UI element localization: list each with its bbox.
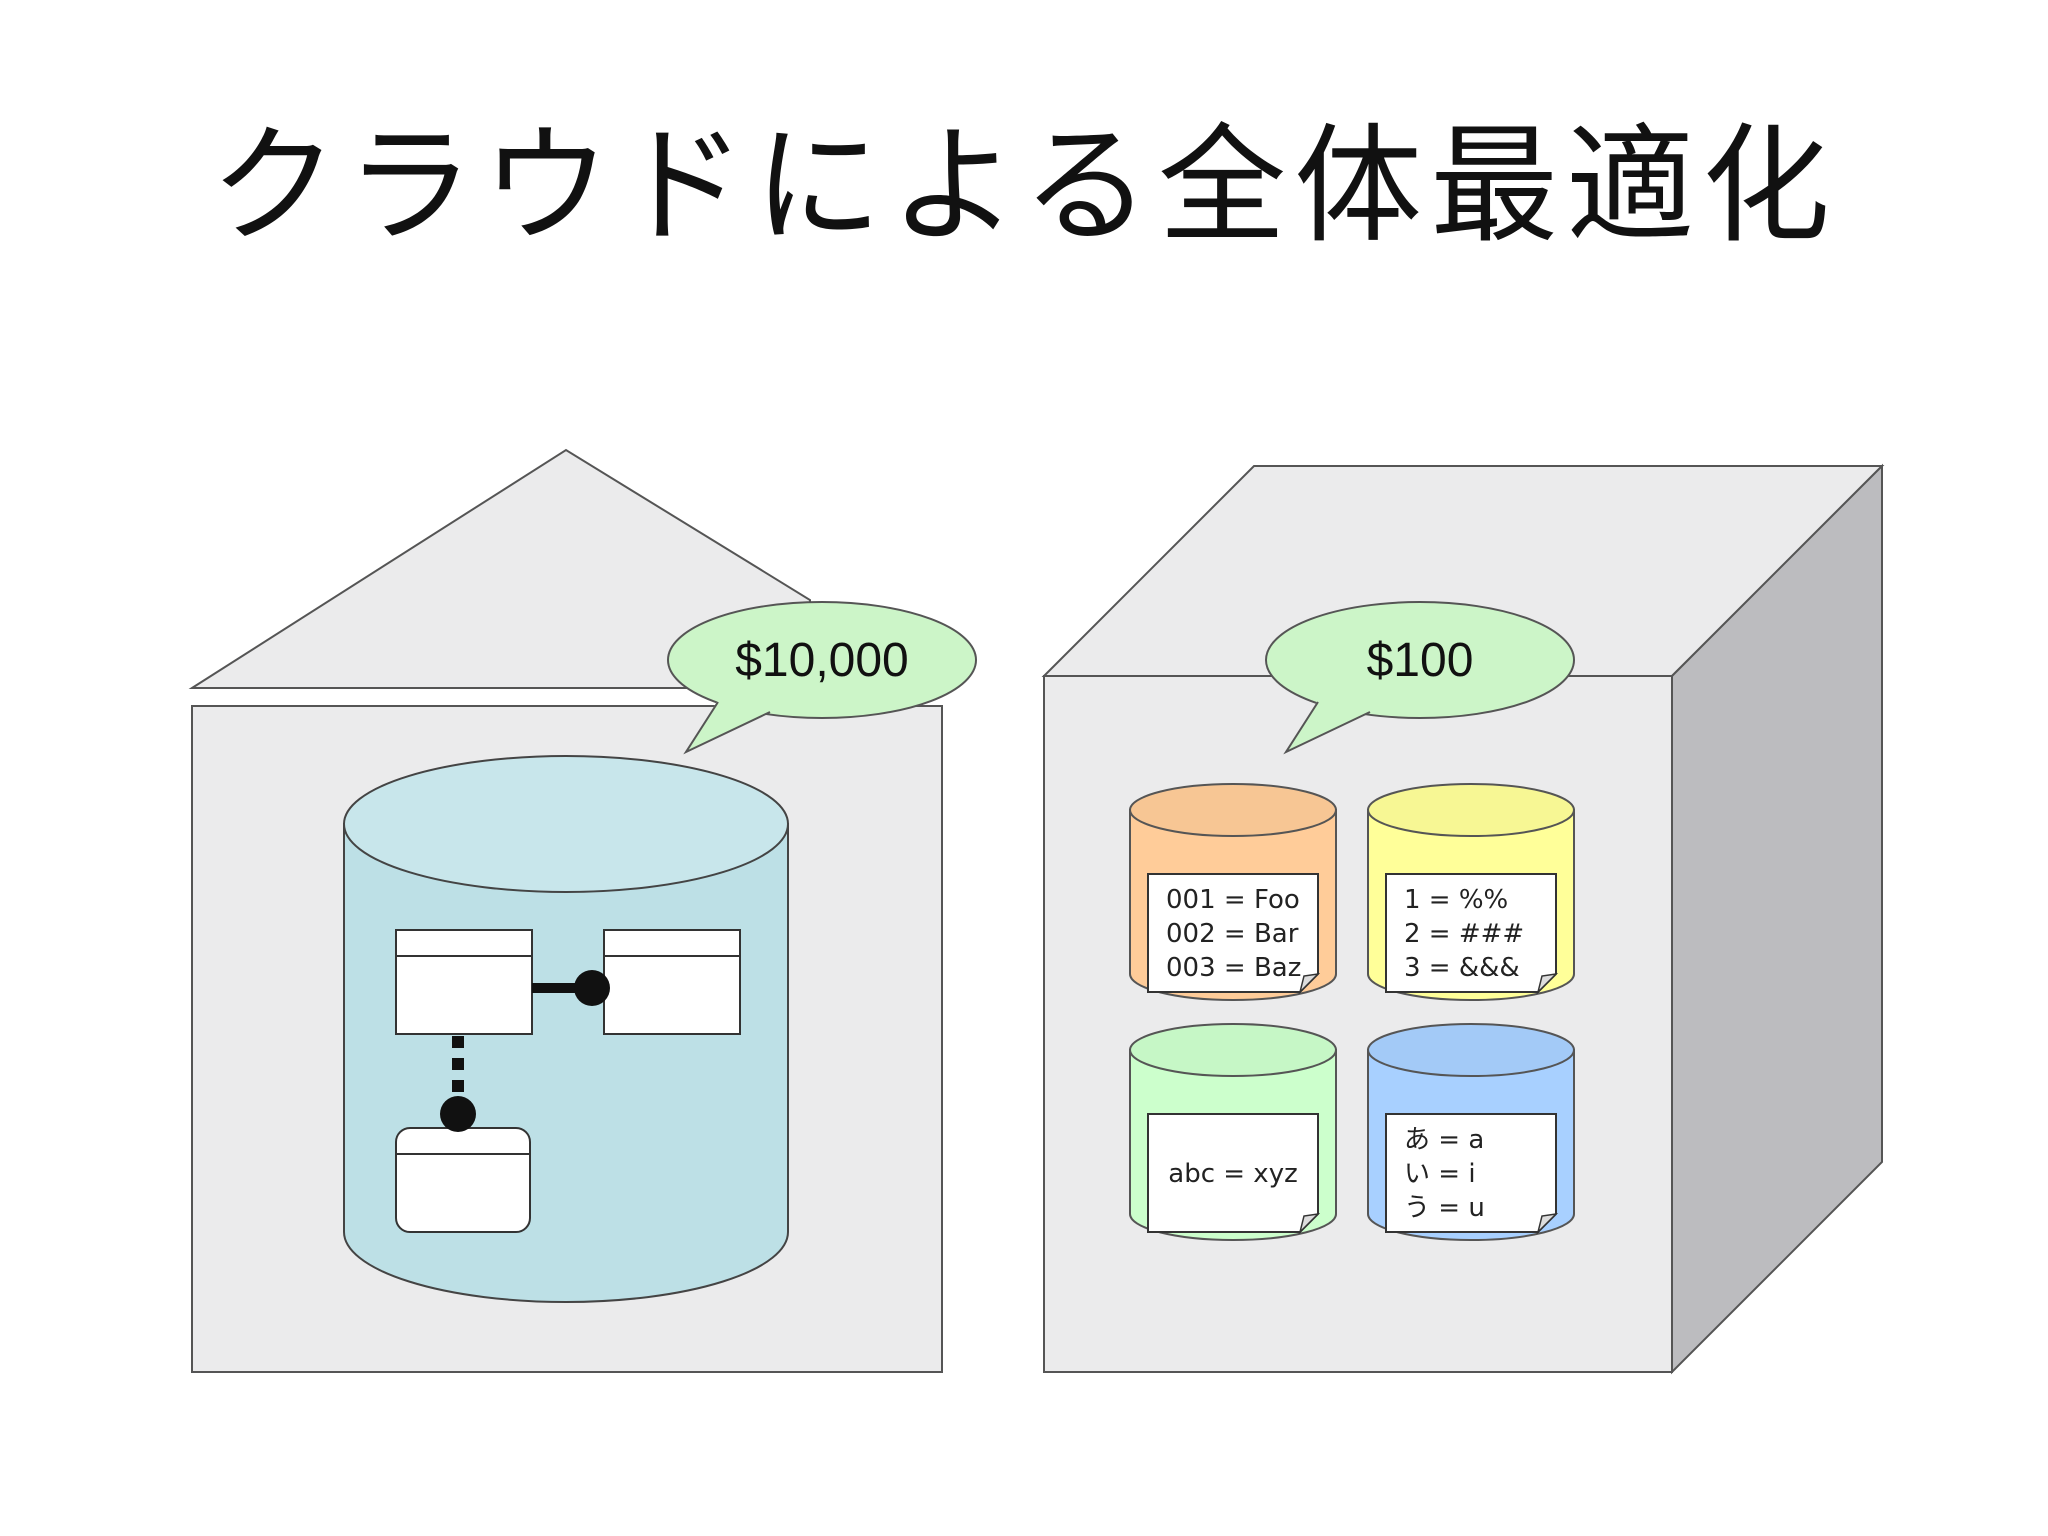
note-line: 2 = ### <box>1404 919 1524 949</box>
note-fold <box>1536 972 1559 995</box>
house-roof <box>188 448 811 689</box>
cloud-data-stores: 001 = Foo 002 = Bar 003 = Baz 1 = %% 2 = ###… <box>1129 783 1575 1241</box>
data-store-cylinder: abc = xyz <box>1129 1023 1337 1241</box>
table-box <box>603 929 741 1035</box>
page-title: クラウドによる全体最適化 <box>209 112 1839 261</box>
relation-end-dot <box>440 1096 476 1132</box>
cost-label: $10,000 <box>735 634 909 687</box>
note-line: あ = a <box>1404 1125 1484 1155</box>
note-fold <box>1298 972 1321 995</box>
cost-bubble-on-premise: $10,000 <box>667 601 977 755</box>
note-fold <box>1536 1212 1559 1235</box>
note-line: 002 = Bar <box>1166 919 1299 949</box>
note-line: 1 = %% <box>1404 885 1508 915</box>
data-store-cylinder: 1 = %% 2 = ### 3 = &&& <box>1367 783 1575 1001</box>
data-store-cylinder: あ = a い = i う = u <box>1367 1023 1575 1241</box>
note-line: 3 = &&& <box>1404 953 1520 983</box>
table-box <box>395 1127 531 1233</box>
cost-bubble-cloud: $100 <box>1265 601 1575 755</box>
er-diagram <box>395 929 741 1233</box>
data-store-cylinder: 001 = Foo 002 = Bar 003 = Baz <box>1129 783 1337 1001</box>
cost-label: $100 <box>1367 634 1474 687</box>
note-line: 001 = Foo <box>1166 885 1300 915</box>
note-fold <box>1298 1212 1321 1235</box>
note-line: う = u <box>1404 1193 1485 1223</box>
relation-end-dot <box>574 970 610 1006</box>
note-line: 003 = Baz <box>1166 953 1301 983</box>
note-line: abc = xyz <box>1168 1159 1297 1189</box>
table-box <box>395 929 533 1035</box>
cube-front <box>1043 675 1673 1373</box>
note-line: い = i <box>1404 1159 1476 1189</box>
cloud-cube <box>1041 463 1885 1375</box>
